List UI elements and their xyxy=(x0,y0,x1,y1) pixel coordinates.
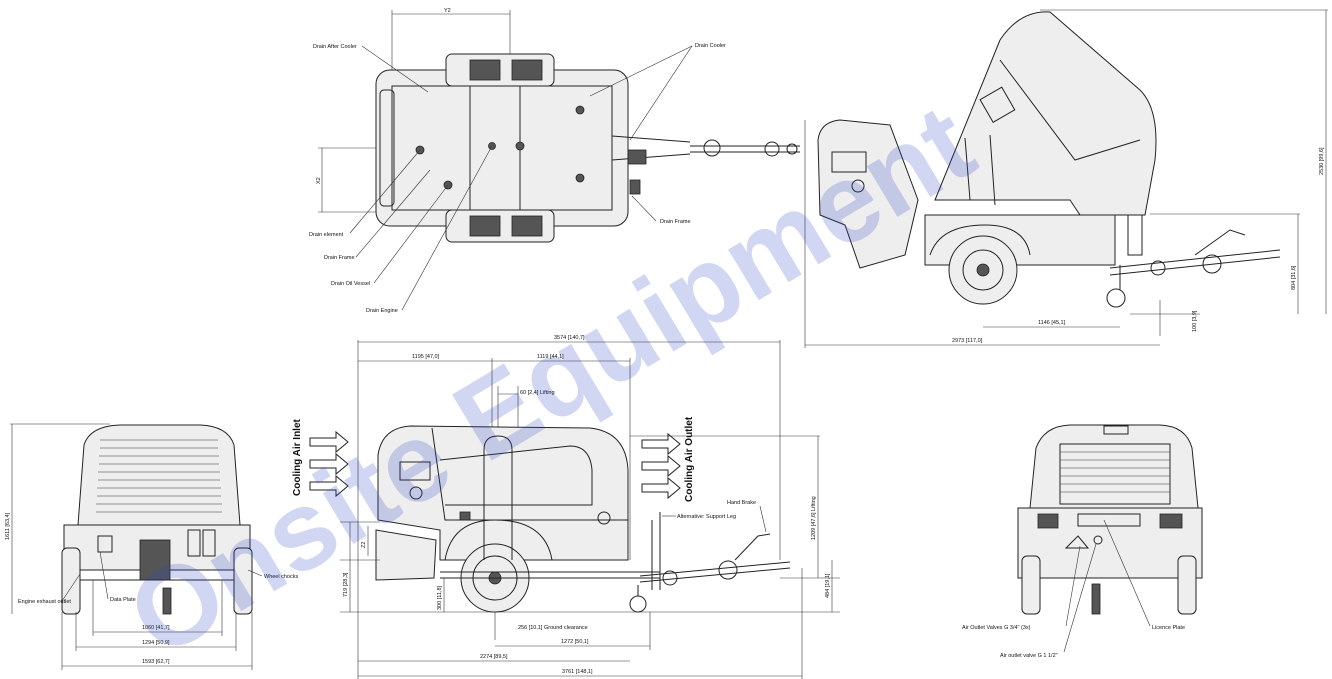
dim-rear-track-outer: 1593 [62,7] xyxy=(142,659,170,665)
dim-open-small: 100 [3,9] xyxy=(1192,310,1198,332)
rear-wheel-right xyxy=(233,547,253,615)
open-front-panel xyxy=(817,119,919,269)
dim-open-height: 2530 [99,6] xyxy=(1319,147,1325,175)
open-canopy-lid xyxy=(934,11,1157,216)
label-cooling-air-outlet: Cooling Air Outlet xyxy=(684,416,695,502)
label-wheel-chocks: Wheel chocks xyxy=(264,574,298,580)
outlet-arrows-icon xyxy=(641,432,681,500)
label-outlet-valves: Air Outlet Valves G 3/4" (3x) xyxy=(962,625,1031,631)
label-drain-element: Drain element xyxy=(309,232,344,238)
label-drain-oil-vessel: Drain Oil Vessel xyxy=(331,281,370,287)
label-drain-frame-left: Drain Frame xyxy=(324,255,355,261)
open-canopy-view: 2530 [99,6] 804 [31,6] 100 [3,9] 1146 [4… xyxy=(804,9,1328,348)
dim-rear-track-inner: 1060 [41,7] xyxy=(142,625,170,631)
dim-open-axle: 1146 [45,1] xyxy=(1038,320,1066,326)
label-outlet-valve: Air outlet valve G 1 1/2" xyxy=(1000,653,1058,659)
dim-side-front: 1195 [47,0] xyxy=(412,354,440,360)
rear-canopy xyxy=(77,424,241,526)
front-wheel-right xyxy=(1177,555,1197,615)
label-drain-frame-right: Drain Frame xyxy=(660,219,691,225)
inlet-arrows-icon xyxy=(309,430,349,498)
dim-open-tow-height: 804 [31,6] xyxy=(1291,265,1297,290)
side-view: 3574 [140,7] 1195 [47,0] 1119 [44,1] 60 … xyxy=(292,335,840,679)
label-ground-clearance: 256 [10,1] Ground clearance xyxy=(518,625,588,631)
label-engine-exhaust: Engine exhaust outlet xyxy=(18,599,71,605)
label-drain-engine: Drain Engine xyxy=(366,308,398,314)
rear-wheel-left xyxy=(61,547,81,615)
side-front-panel xyxy=(375,529,437,581)
dim-y2: Y2 xyxy=(444,8,451,14)
outlet-valves-icon xyxy=(1064,535,1090,549)
dim-side-front-to-wheel: 2274 [89,5] xyxy=(480,654,508,660)
rear-view: 1611 [63,4] 1060 [41,7] xyxy=(5,423,298,670)
front-view: Air Outlet Valves G 3/4" (3x) Air outlet… xyxy=(962,424,1203,659)
dim-x2: X2 xyxy=(316,177,322,184)
dim-side-rear: 1119 [44,1] xyxy=(537,354,564,360)
dim-side-body-height: 719 [28,3] xyxy=(343,572,349,597)
top-view: Y2 X2 xyxy=(309,8,800,314)
dim-side-lifting-height: 1209 [47,6] Lifting xyxy=(811,496,817,540)
top-frame xyxy=(375,69,629,227)
dim-side-overall-top: 3574 [140,7] xyxy=(554,335,585,341)
dim-rear-height: 1611 [63,4] xyxy=(5,512,11,540)
label-cooling-air-inlet: Cooling Air Inlet xyxy=(292,418,303,496)
label-drain-cooler: Drain Cooler xyxy=(695,43,726,49)
front-wheel-left xyxy=(1021,555,1041,615)
data-plate-icon xyxy=(97,535,113,553)
dim-side-axle-height: 300 [11,8] xyxy=(437,585,443,610)
label-licence-plate: Licence Plate xyxy=(1152,625,1185,631)
label-data-plate: Data Plate xyxy=(110,597,136,603)
dim-side-tow-eye: 484 [19,1] xyxy=(825,573,831,598)
label-support-leg: Alternative: Support Leg xyxy=(677,514,736,520)
dim-side-wheel-to-tow: 1272 [50,1] xyxy=(561,639,589,645)
dim-rear-track-mid: 1294 [50,9] xyxy=(142,640,170,646)
label-lifting-offset: 60 [2,4] Lifting xyxy=(520,390,555,396)
outlet-valve-icon xyxy=(1093,535,1103,545)
dim-side-z2: Z2 xyxy=(361,542,367,548)
front-grille xyxy=(1059,443,1171,505)
dim-side-overall-bottom: 3761 [148,1] xyxy=(562,669,593,675)
label-hand-brake: Hand Brake xyxy=(727,500,756,506)
dim-open-length: 2973 [117,0] xyxy=(952,338,983,344)
licence-plate-icon xyxy=(1077,513,1141,527)
label-drain-after-cooler: Drain After Cooler xyxy=(313,44,357,50)
